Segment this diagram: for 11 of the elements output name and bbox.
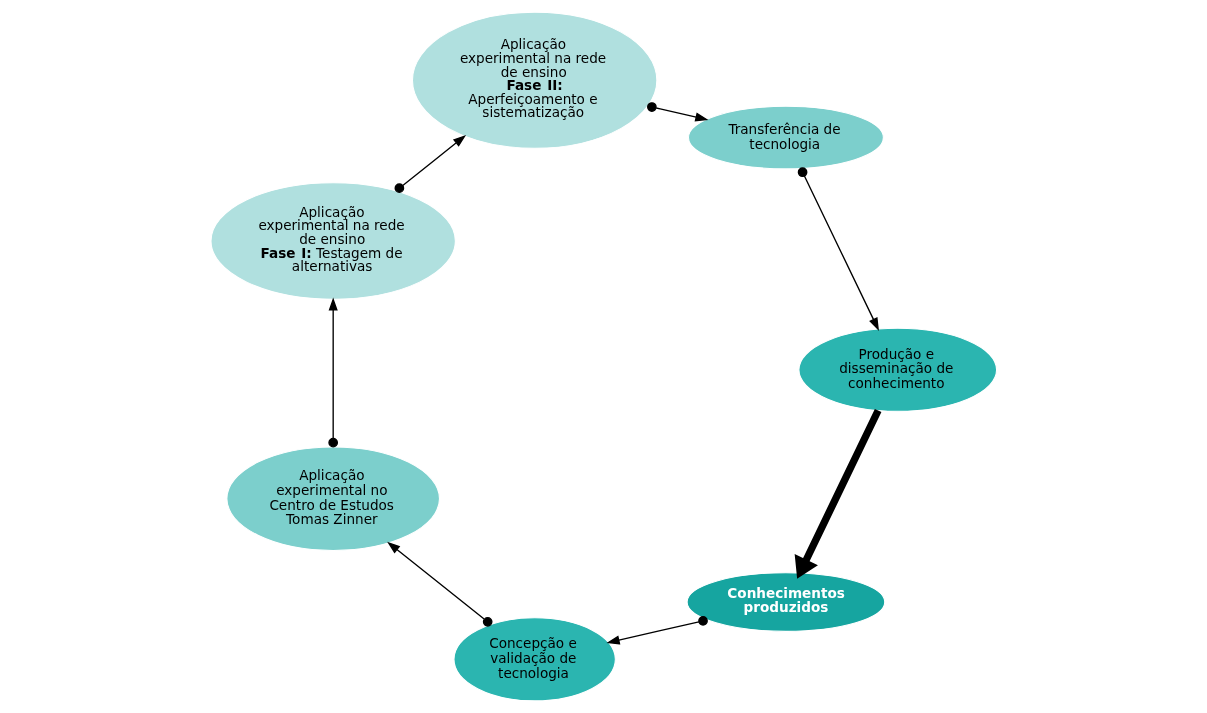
arrow (797, 167, 879, 331)
node-ellipse: Conhecimentos produzidos (686, 572, 885, 632)
arrow (606, 616, 708, 645)
node-ellipse: Aplicação experimental no Centro de Estudos Tomas Zinner (225, 446, 440, 551)
node-ellipse: Transferência de tecnologia (687, 105, 884, 170)
arrow (386, 541, 493, 627)
arrow (394, 134, 466, 193)
arrow (794, 408, 881, 579)
arrow (646, 102, 708, 122)
arrow (327, 297, 338, 448)
node-ellipse: Produção e disseminação de conhecimento (797, 327, 997, 412)
